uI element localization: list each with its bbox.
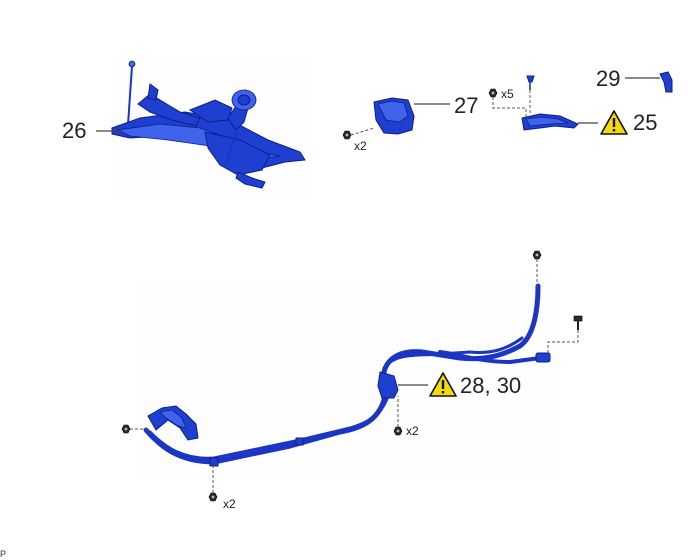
quantity-25: x5	[501, 87, 514, 101]
fastener-link-25a	[492, 97, 527, 118]
callout-27: 27	[454, 93, 479, 118]
nut-icon	[208, 492, 218, 502]
quantity-harness-mid: x2	[406, 424, 419, 438]
corner-label: P	[0, 549, 7, 559]
callout-25: 25	[633, 110, 658, 135]
callout-26: 26	[62, 118, 87, 143]
fastener-link-harness-bolt	[547, 330, 579, 354]
warning-icon	[600, 110, 628, 135]
nut-icon	[121, 424, 131, 434]
callout-29: 29	[596, 66, 621, 91]
nut-icon	[393, 426, 403, 436]
quantity-harness-bottom: x2	[223, 497, 236, 511]
clamp-part	[659, 71, 673, 93]
fastener-link-27	[350, 127, 375, 136]
nut-icon	[342, 130, 352, 140]
callout-28-30: 28, 30	[460, 373, 522, 398]
clip-icon	[526, 75, 535, 90]
wire-harness-part	[143, 283, 551, 467]
nut-icon	[488, 88, 498, 98]
warning-icon	[429, 372, 457, 397]
nut-icon	[532, 250, 542, 260]
suspension-frame-part	[111, 60, 306, 189]
bracket-part	[521, 113, 579, 131]
bolt-icon	[573, 315, 583, 330]
cover-part	[373, 97, 415, 135]
bottom-stipple	[140, 280, 560, 475]
quantity-27: x2	[354, 139, 367, 153]
